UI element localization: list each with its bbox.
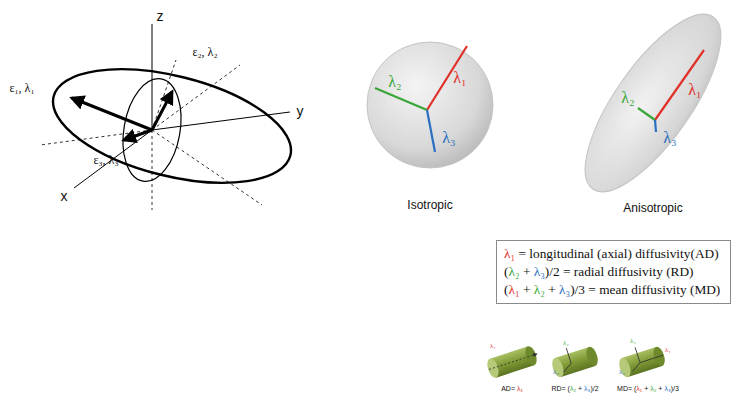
- text-run: +: [656, 385, 664, 392]
- text-run: )/2 = radial diffusivity (RD): [545, 264, 694, 279]
- lambda-symbol: λ₂: [621, 89, 634, 106]
- eigen-axis: [655, 120, 656, 132]
- cylinder-caption: RD= (λ₂ + λ₃)/2: [551, 385, 598, 392]
- eigen-axis: [427, 110, 435, 152]
- cylinder-label: λ₂: [563, 339, 569, 347]
- lambda-symbol: λ₃: [559, 282, 570, 297]
- text-run: MD= (: [617, 385, 636, 392]
- lambda-label: λ₂: [621, 89, 634, 107]
- text-run: Isotropic: [407, 198, 452, 212]
- text-run: +: [576, 385, 584, 392]
- text-run: +: [642, 385, 650, 392]
- lambda-symbol: λ₂: [630, 337, 636, 345]
- shape-caption: Anisotropic: [623, 201, 682, 215]
- lambda-symbol: λ₂: [388, 73, 401, 90]
- lambda-symbol: λ₁: [665, 346, 671, 354]
- text-run: +: [545, 282, 559, 297]
- eigen-label: ε₂, λ₂: [192, 45, 217, 60]
- anisotropic-ellipsoid: λ₁λ₂λ₃Anisotropic: [558, 8, 736, 198]
- text-run: )/3 = mean diffusivity (MD): [570, 282, 720, 297]
- lambda-symbol: λ₁: [517, 385, 523, 392]
- lambda-symbol: λ₃: [664, 385, 670, 392]
- axis-label: y: [297, 103, 304, 119]
- cylinder-rd: [548, 340, 600, 379]
- lambda-symbol: λ₁: [688, 81, 701, 98]
- isotropic-sphere: λ₁λ₂λ₃Isotropic: [365, 40, 495, 170]
- formula-line: (λ₁ + λ₂ + λ₃)/3 = mean diffusivity (MD): [504, 281, 723, 299]
- eigen-axis: [427, 46, 467, 110]
- lambda-label: λ₃: [442, 129, 455, 147]
- formula-line: (λ₂ + λ₃)/2 = radial diffusivity (RD): [504, 263, 723, 281]
- lambda-symbol: λ₃: [619, 368, 625, 376]
- cylinder-label: λ₁: [490, 342, 496, 350]
- z-axis-dashed: [152, 130, 153, 210]
- text-run: (: [504, 264, 508, 279]
- eigen-axis-dashed: [152, 60, 176, 130]
- lambda-label: λ₃: [663, 129, 676, 147]
- axis-label: x: [61, 188, 68, 204]
- lambda-symbol: λ₃: [584, 385, 590, 392]
- eigen-axis: [655, 50, 704, 120]
- ellipsoid-outline: [558, 8, 736, 198]
- text-run: RD= (: [551, 385, 569, 392]
- eigen-axis-dashed: [152, 130, 262, 205]
- text-run: AD=: [501, 385, 517, 392]
- text-run: Anisotropic: [623, 201, 682, 215]
- major-ellipse: [42, 48, 303, 204]
- x-axis: [74, 130, 152, 188]
- lambda-symbol: λ₁: [636, 385, 642, 392]
- shape-caption: Isotropic: [407, 198, 452, 212]
- lambda-symbol: λ₁: [508, 282, 519, 297]
- eigen-label: ε₃, λ₃: [93, 153, 118, 168]
- lambda-label: λ₁: [453, 69, 466, 87]
- cylinder-caption: MD= (λ₁ + λ₂ + λ₃)/3: [617, 385, 679, 392]
- sphere-outline: [365, 40, 495, 170]
- lambda-symbol: λ₁: [504, 246, 515, 261]
- eigen-axis: [375, 88, 427, 110]
- cylinder-label: λ₃: [619, 368, 625, 376]
- lambda-label: λ₂: [388, 73, 401, 91]
- lambda-symbol: λ₂: [534, 282, 545, 297]
- lambda-symbol: λ₃: [534, 264, 545, 279]
- tensor-ellipsoid: [40, 24, 302, 210]
- x-axis-dashed: [152, 65, 240, 130]
- eigen-label: ε₁, λ₁: [9, 81, 34, 96]
- lambda-symbol: λ₂: [650, 385, 656, 392]
- lambda-symbol: λ₃: [663, 129, 676, 146]
- lambda-symbol: λ₂: [570, 385, 576, 392]
- lambda-symbol: λ₂: [563, 339, 569, 347]
- formula-line: λ₁ = longitudinal (axial) diffusivity(AD…: [504, 245, 723, 263]
- lambda-symbol: λ₁: [453, 69, 466, 86]
- text-run: +: [520, 264, 534, 279]
- eigenvector-3: [124, 130, 152, 140]
- lambda-symbol: λ₂: [508, 264, 519, 279]
- formula-box: λ₁ = longitudinal (axial) diffusivity(AD…: [496, 240, 731, 304]
- lambda-symbol: λ₁: [490, 342, 496, 350]
- text-run: = longitudinal (axial) diffusivity(AD): [515, 246, 718, 261]
- lambda-label: λ₁: [688, 81, 701, 99]
- text-run: +: [520, 282, 534, 297]
- cylinder-label: λ₁: [665, 346, 671, 354]
- z-axis: [152, 24, 153, 130]
- cylinder-label: λ₂: [630, 337, 636, 345]
- cylinder-md: [615, 340, 667, 379]
- sphere-body: [367, 42, 493, 168]
- axis-label: z: [157, 8, 164, 24]
- lambda-symbol: λ₃: [442, 129, 455, 146]
- cylinder-label: λ₃: [553, 368, 559, 376]
- text-run: )/2: [590, 385, 598, 392]
- text-run: (: [504, 282, 508, 297]
- eigenvector-1: [72, 98, 152, 130]
- ellipsoid-body: [562, 0, 736, 211]
- lambda-symbol: λ₃: [553, 368, 559, 376]
- eigen-axis: [638, 108, 655, 120]
- cylinder-caption: AD= λ₁: [501, 385, 523, 392]
- eigenvector-2: [152, 92, 172, 130]
- text-run: )/3: [671, 385, 679, 392]
